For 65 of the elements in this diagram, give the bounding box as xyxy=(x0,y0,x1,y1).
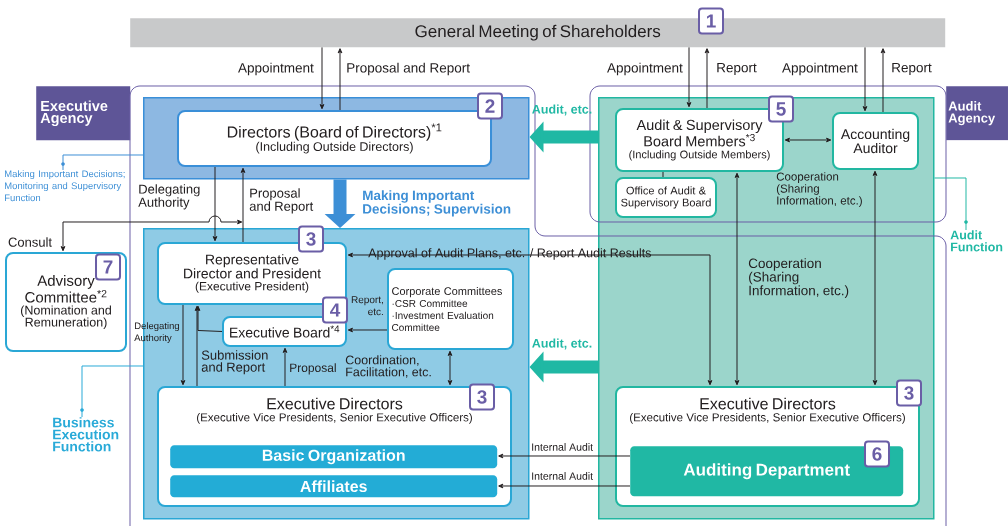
number-badge: 3 xyxy=(896,379,922,407)
agency-tab: Audit Agency xyxy=(946,86,1008,141)
edge-label: Appointment xyxy=(782,62,858,76)
edge-label: Cooperation (Sharing Information, etc.) xyxy=(748,258,849,298)
number-badge: 3 xyxy=(469,383,495,411)
number-badge: 1 xyxy=(698,7,724,35)
number-badge: 4 xyxy=(322,296,348,324)
edge-label: Submission and Report xyxy=(201,350,268,375)
number-badge: 3 xyxy=(298,225,324,253)
arrow xyxy=(347,252,713,386)
arrow xyxy=(447,350,453,386)
function-label: Making Important Decisions; Monitoring and Supervisory Function xyxy=(5,170,125,202)
number-badge: 7 xyxy=(95,253,121,281)
arrow xyxy=(704,48,710,109)
number-badge: 5 xyxy=(768,95,794,123)
leader-line xyxy=(62,154,144,171)
arrow xyxy=(212,166,218,242)
arrow xyxy=(862,46,868,112)
arrow xyxy=(872,170,878,386)
arrow xyxy=(195,305,223,332)
function-label: Audit Function xyxy=(950,230,1003,252)
edge-label: Internal Audit xyxy=(532,443,593,451)
edge-label: Report, etc. xyxy=(351,296,383,316)
number-badge: 6 xyxy=(864,440,890,468)
arrow xyxy=(498,483,631,489)
arrow xyxy=(784,137,832,143)
organization-box: Office of Audit & Supervisory Board xyxy=(615,177,717,218)
arrow xyxy=(180,304,186,386)
edge-label: Cooperation (Sharing Information, etc.) xyxy=(776,172,862,207)
edge-label: Consult xyxy=(8,237,52,247)
edge-label: Report xyxy=(892,62,932,76)
edge-label: Proposal and Report xyxy=(347,62,470,76)
arrow xyxy=(240,167,246,243)
arrow xyxy=(319,46,325,110)
connector-line xyxy=(662,171,664,178)
arrow xyxy=(60,215,243,252)
edge-label: Coordination, Facilitation, etc. xyxy=(345,355,431,378)
arrow xyxy=(686,46,692,108)
edge-label: Proposal and Report xyxy=(249,188,314,214)
arrow xyxy=(734,172,740,386)
agency-tab: Executive Agency xyxy=(36,86,131,141)
edge-label: Appointment xyxy=(607,62,683,76)
function-label: Business Execution Function xyxy=(53,417,119,452)
edge-label: Delegating Authority xyxy=(138,184,200,210)
arrow xyxy=(282,347,288,387)
organization-box: Executive Board$^{*4}$ xyxy=(222,316,347,347)
edge-label: Audit, etc. xyxy=(532,104,592,116)
edge-label: Report xyxy=(717,62,757,76)
organization-box: Corporate Committees ·CSR Committee ·Investment Evaluation Committee xyxy=(387,268,514,350)
arrow xyxy=(194,305,200,387)
edge-label: Appointment xyxy=(238,62,314,76)
edge-label: Audit, etc. xyxy=(532,338,592,350)
arrow xyxy=(498,453,631,459)
leader-line xyxy=(81,365,144,418)
edge-label: Making Important Decisions; Supervision xyxy=(363,190,511,217)
organization-box: Accounting Auditor xyxy=(832,112,919,170)
department-bar: Basic Organization xyxy=(170,445,498,469)
edge-label: Proposal xyxy=(290,363,336,375)
arrow xyxy=(347,327,388,333)
department-bar: Affiliates xyxy=(170,475,498,498)
number-badge: 2 xyxy=(477,92,503,120)
leader-line xyxy=(934,177,967,231)
edge-label: Internal Audit xyxy=(532,472,593,480)
arrow xyxy=(880,48,886,113)
arrow xyxy=(337,48,343,111)
